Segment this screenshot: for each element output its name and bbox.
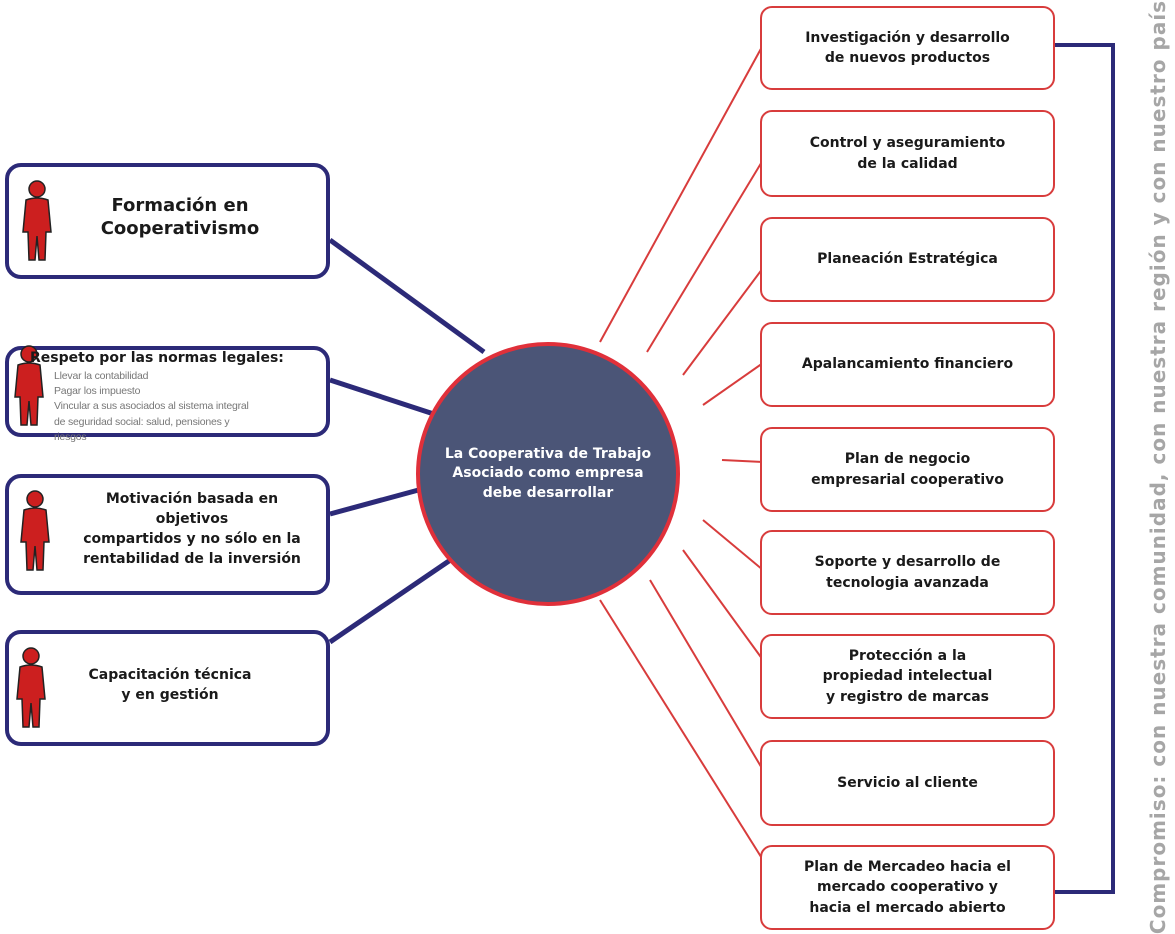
right-box-investigacion: Investigación y desarrollo de nuevos pro… xyxy=(760,6,1055,90)
left-label-capacitacion: Capacitación técnica y en gestión xyxy=(88,667,252,703)
connector-right-5 xyxy=(721,459,764,463)
normas-list: Llevar la contabilidad Pagar los impuest… xyxy=(54,369,326,445)
connector-right-9 xyxy=(599,599,764,861)
commitment-vertical-text: Compromiso: con nuestra comunidad, con n… xyxy=(1146,0,1170,934)
connector-left-2 xyxy=(329,377,447,421)
right-box-calidad: Control y aseguramiento de la calidad xyxy=(760,110,1055,197)
connector-right-8 xyxy=(649,579,764,771)
left-box-motivacion xyxy=(5,474,330,595)
connector-left-1 xyxy=(328,237,486,355)
person-icon xyxy=(20,490,50,571)
right-box-servicio: Servicio al cliente xyxy=(760,740,1055,826)
right-box-tecnologia: Soporte y desarrollo de tecnologia avanz… xyxy=(760,530,1055,615)
center-node: La Cooperativa de Trabajo Asociado como … xyxy=(416,342,680,606)
bracket-line xyxy=(1055,43,1115,894)
list-item: Llevar la contabilidad xyxy=(54,370,149,382)
connector-right-7 xyxy=(682,549,764,661)
right-box-apalancamiento: Apalancamiento financiero xyxy=(760,322,1055,407)
connector-left-4 xyxy=(328,545,470,645)
right-box-planeacion: Planeación Estratégica xyxy=(760,217,1055,302)
left-box-formacion xyxy=(5,163,330,279)
right-box-mercadeo: Plan de Mercadeo hacia el mercado cooper… xyxy=(760,845,1055,930)
list-item: Vincular a sus asociados al sistema inte… xyxy=(54,400,249,413)
list-item: Pagar los impuesto xyxy=(54,385,141,398)
connector-right-6 xyxy=(702,519,764,571)
left-title-normas: Respeto por las normas legales: xyxy=(30,350,284,366)
list-item: de seguridad social: salud, pensiones y xyxy=(54,415,230,428)
connector-right-1 xyxy=(599,44,764,343)
person-icon xyxy=(22,180,52,261)
right-box-plan-negocio: Plan de negocio empresarial cooperativo xyxy=(760,427,1055,512)
person-icon xyxy=(14,345,44,426)
list-item: riesgos xyxy=(54,430,87,443)
connector-right-2 xyxy=(646,159,764,353)
connector-right-4 xyxy=(702,362,764,406)
left-label-formacion: Formación en Cooperativismo xyxy=(100,195,260,240)
person-icon xyxy=(16,647,46,728)
connector-right-3 xyxy=(682,267,764,376)
left-box-capacitacion xyxy=(5,630,330,746)
left-box-normas xyxy=(5,346,330,437)
left-label-motivacion: Motivación basada en objetivos compartid… xyxy=(83,491,301,567)
right-box-propiedad: Protección a la propiedad intelectual y … xyxy=(760,634,1055,719)
